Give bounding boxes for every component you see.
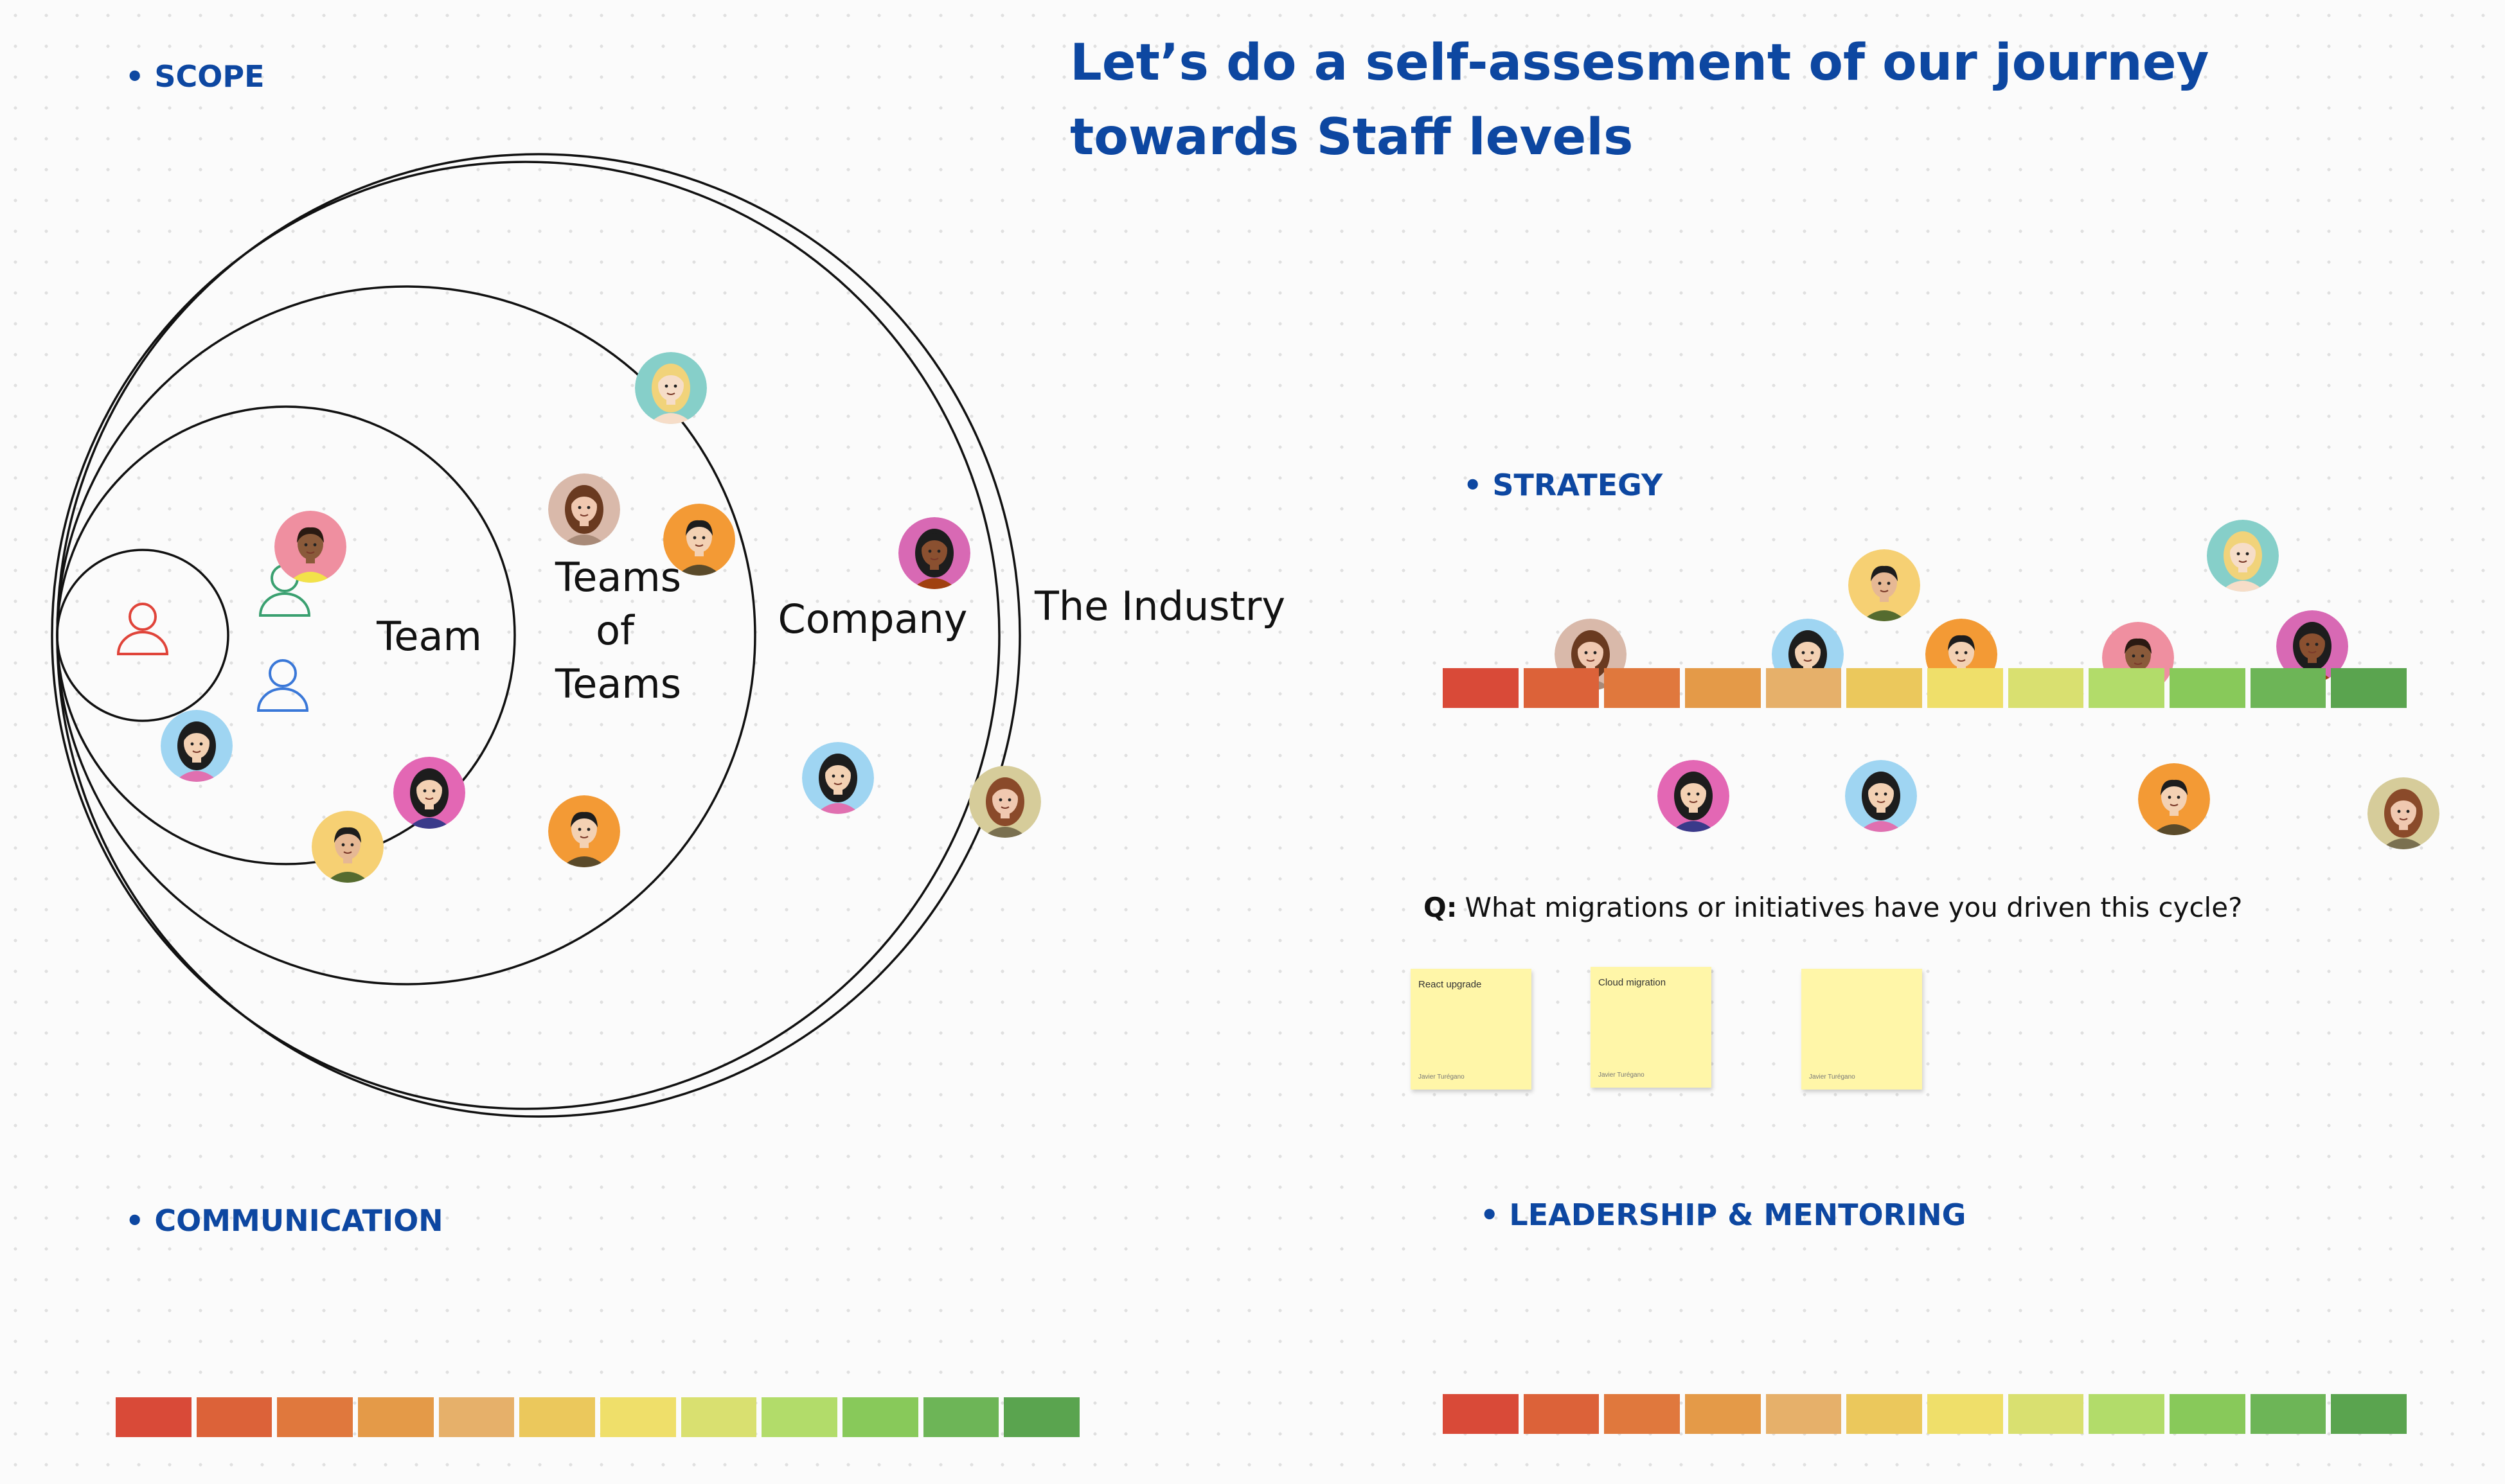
strategy-heading: • STRATEGY <box>1463 468 1663 502</box>
scale-segment-4[interactable] <box>1685 668 1761 708</box>
sticky-note[interactable]: Javier Turégano <box>1801 969 1922 1090</box>
leadership-scale <box>1443 1394 2407 1434</box>
label-teams-line2: of <box>596 607 636 654</box>
circle-industry <box>51 161 1001 1110</box>
scale-segment-7[interactable] <box>1927 668 2003 708</box>
board-title: Let’s do a self-assesment of our journey… <box>1070 34 2209 166</box>
communication-heading: • COMMUNICATION <box>125 1203 443 1238</box>
sticky-note[interactable]: Cloud migration Javier Turégano <box>1591 967 1711 1088</box>
circle-self <box>56 549 229 722</box>
strategy-question: Q:What migrations or initiatives have yo… <box>1423 892 2242 923</box>
scale-segment-3[interactable] <box>277 1397 353 1437</box>
magenta-woman-icon[interactable] <box>1657 760 1729 837</box>
communication-bullet: • <box>125 1203 145 1238</box>
leadership-heading: • LEADERSHIP & MENTORING <box>1480 1197 1966 1232</box>
blue-woman-icon[interactable] <box>1845 760 1917 837</box>
scale-segment-11[interactable] <box>2250 1394 2326 1434</box>
sticky-note-text: React upgrade <box>1418 979 1482 990</box>
magenta-woman-icon[interactable] <box>393 757 465 834</box>
orange-man-icon[interactable] <box>548 795 620 872</box>
orange-man-icon[interactable] <box>2138 763 2210 840</box>
tan-woman-icon[interactable] <box>548 473 620 551</box>
strategy-bullet: • <box>1463 468 1483 502</box>
scale-segment-10[interactable] <box>842 1397 918 1437</box>
scale-segment-9[interactable] <box>2089 1394 2165 1434</box>
scale-segment-1[interactable] <box>1443 668 1519 708</box>
sticky-note[interactable]: React upgrade Javier Turégano <box>1411 969 1531 1090</box>
scale-segment-2[interactable] <box>1523 1394 1600 1434</box>
scale-segment-10[interactable] <box>2170 668 2245 708</box>
question-text: What migrations or initiatives have you … <box>1465 892 2243 923</box>
pink-man-icon[interactable] <box>274 511 346 588</box>
teal-woman-icon[interactable] <box>2207 520 2279 597</box>
communication-scale <box>116 1397 1080 1437</box>
sticky-note-author: Javier Turégano <box>1809 1073 1855 1081</box>
label-teams-line1: Teams <box>555 554 681 601</box>
leadership-bullet: • <box>1480 1197 1499 1232</box>
scale-segment-6[interactable] <box>519 1397 596 1437</box>
scale-segment-2[interactable] <box>1523 668 1600 708</box>
scale-segment-5[interactable] <box>1765 1394 1842 1434</box>
khaki-woman-icon[interactable] <box>969 766 1041 843</box>
scale-segment-12[interactable] <box>2331 668 2407 708</box>
scale-segment-4[interactable] <box>1685 1394 1761 1434</box>
scale-segment-7[interactable] <box>600 1397 676 1437</box>
circle-company <box>56 153 1021 1118</box>
sticky-note-text: Cloud migration <box>1598 977 1666 988</box>
scale-segment-12[interactable] <box>1004 1397 1080 1437</box>
scale-segment-7[interactable] <box>1927 1394 2003 1434</box>
label-team: Team <box>376 613 482 660</box>
question-prefix: Q: <box>1423 892 1458 923</box>
blue-woman-icon[interactable] <box>161 710 233 787</box>
label-teams-line3: Teams <box>555 660 681 707</box>
scale-segment-9[interactable] <box>2089 668 2165 708</box>
scale-segment-10[interactable] <box>2170 1394 2245 1434</box>
label-company: Company <box>778 596 968 642</box>
scale-segment-5[interactable] <box>1765 668 1842 708</box>
person-outline-red-icon <box>116 603 169 655</box>
scale-segment-4[interactable] <box>358 1397 434 1437</box>
scale-segment-2[interactable] <box>196 1397 272 1437</box>
scale-segment-11[interactable] <box>2250 668 2326 708</box>
label-industry: The Industry <box>1034 583 1285 630</box>
scope-circles <box>51 153 1021 1118</box>
scale-segment-1[interactable] <box>116 1397 192 1437</box>
scale-segment-11[interactable] <box>923 1397 999 1437</box>
scale-segment-8[interactable] <box>2008 1394 2084 1434</box>
scale-segment-9[interactable] <box>762 1397 838 1437</box>
scale-segment-5[interactable] <box>438 1397 515 1437</box>
scale-segment-12[interactable] <box>2331 1394 2407 1434</box>
scale-segment-8[interactable] <box>2008 668 2084 708</box>
sticky-note-author: Javier Turégano <box>1418 1073 1465 1081</box>
scale-segment-3[interactable] <box>1604 668 1680 708</box>
yellow-man-icon[interactable] <box>312 811 384 888</box>
khaki-woman-icon[interactable] <box>2367 777 2439 854</box>
sticky-note-author: Javier Turégano <box>1598 1072 1645 1079</box>
scale-segment-6[interactable] <box>1846 668 1923 708</box>
blue-woman-icon[interactable] <box>802 742 874 819</box>
teal-woman-icon[interactable] <box>635 352 707 429</box>
purple-woman-icon[interactable] <box>898 517 970 594</box>
scale-segment-8[interactable] <box>681 1397 757 1437</box>
leadership-heading-text: LEADERSHIP & MENTORING <box>1509 1197 1966 1232</box>
strategy-heading-text: STRATEGY <box>1492 468 1663 502</box>
scope-bullet: • <box>125 59 145 94</box>
scope-heading: • SCOPE <box>125 59 265 94</box>
person-outline-blue-icon <box>256 659 309 712</box>
scale-segment-3[interactable] <box>1604 1394 1680 1434</box>
communication-heading-text: COMMUNICATION <box>154 1203 443 1238</box>
scope-heading-text: SCOPE <box>154 59 265 94</box>
yellow-man-icon[interactable] <box>1848 549 1920 626</box>
scale-segment-6[interactable] <box>1846 1394 1923 1434</box>
strategy-scale <box>1443 668 2407 708</box>
scale-segment-1[interactable] <box>1443 1394 1519 1434</box>
